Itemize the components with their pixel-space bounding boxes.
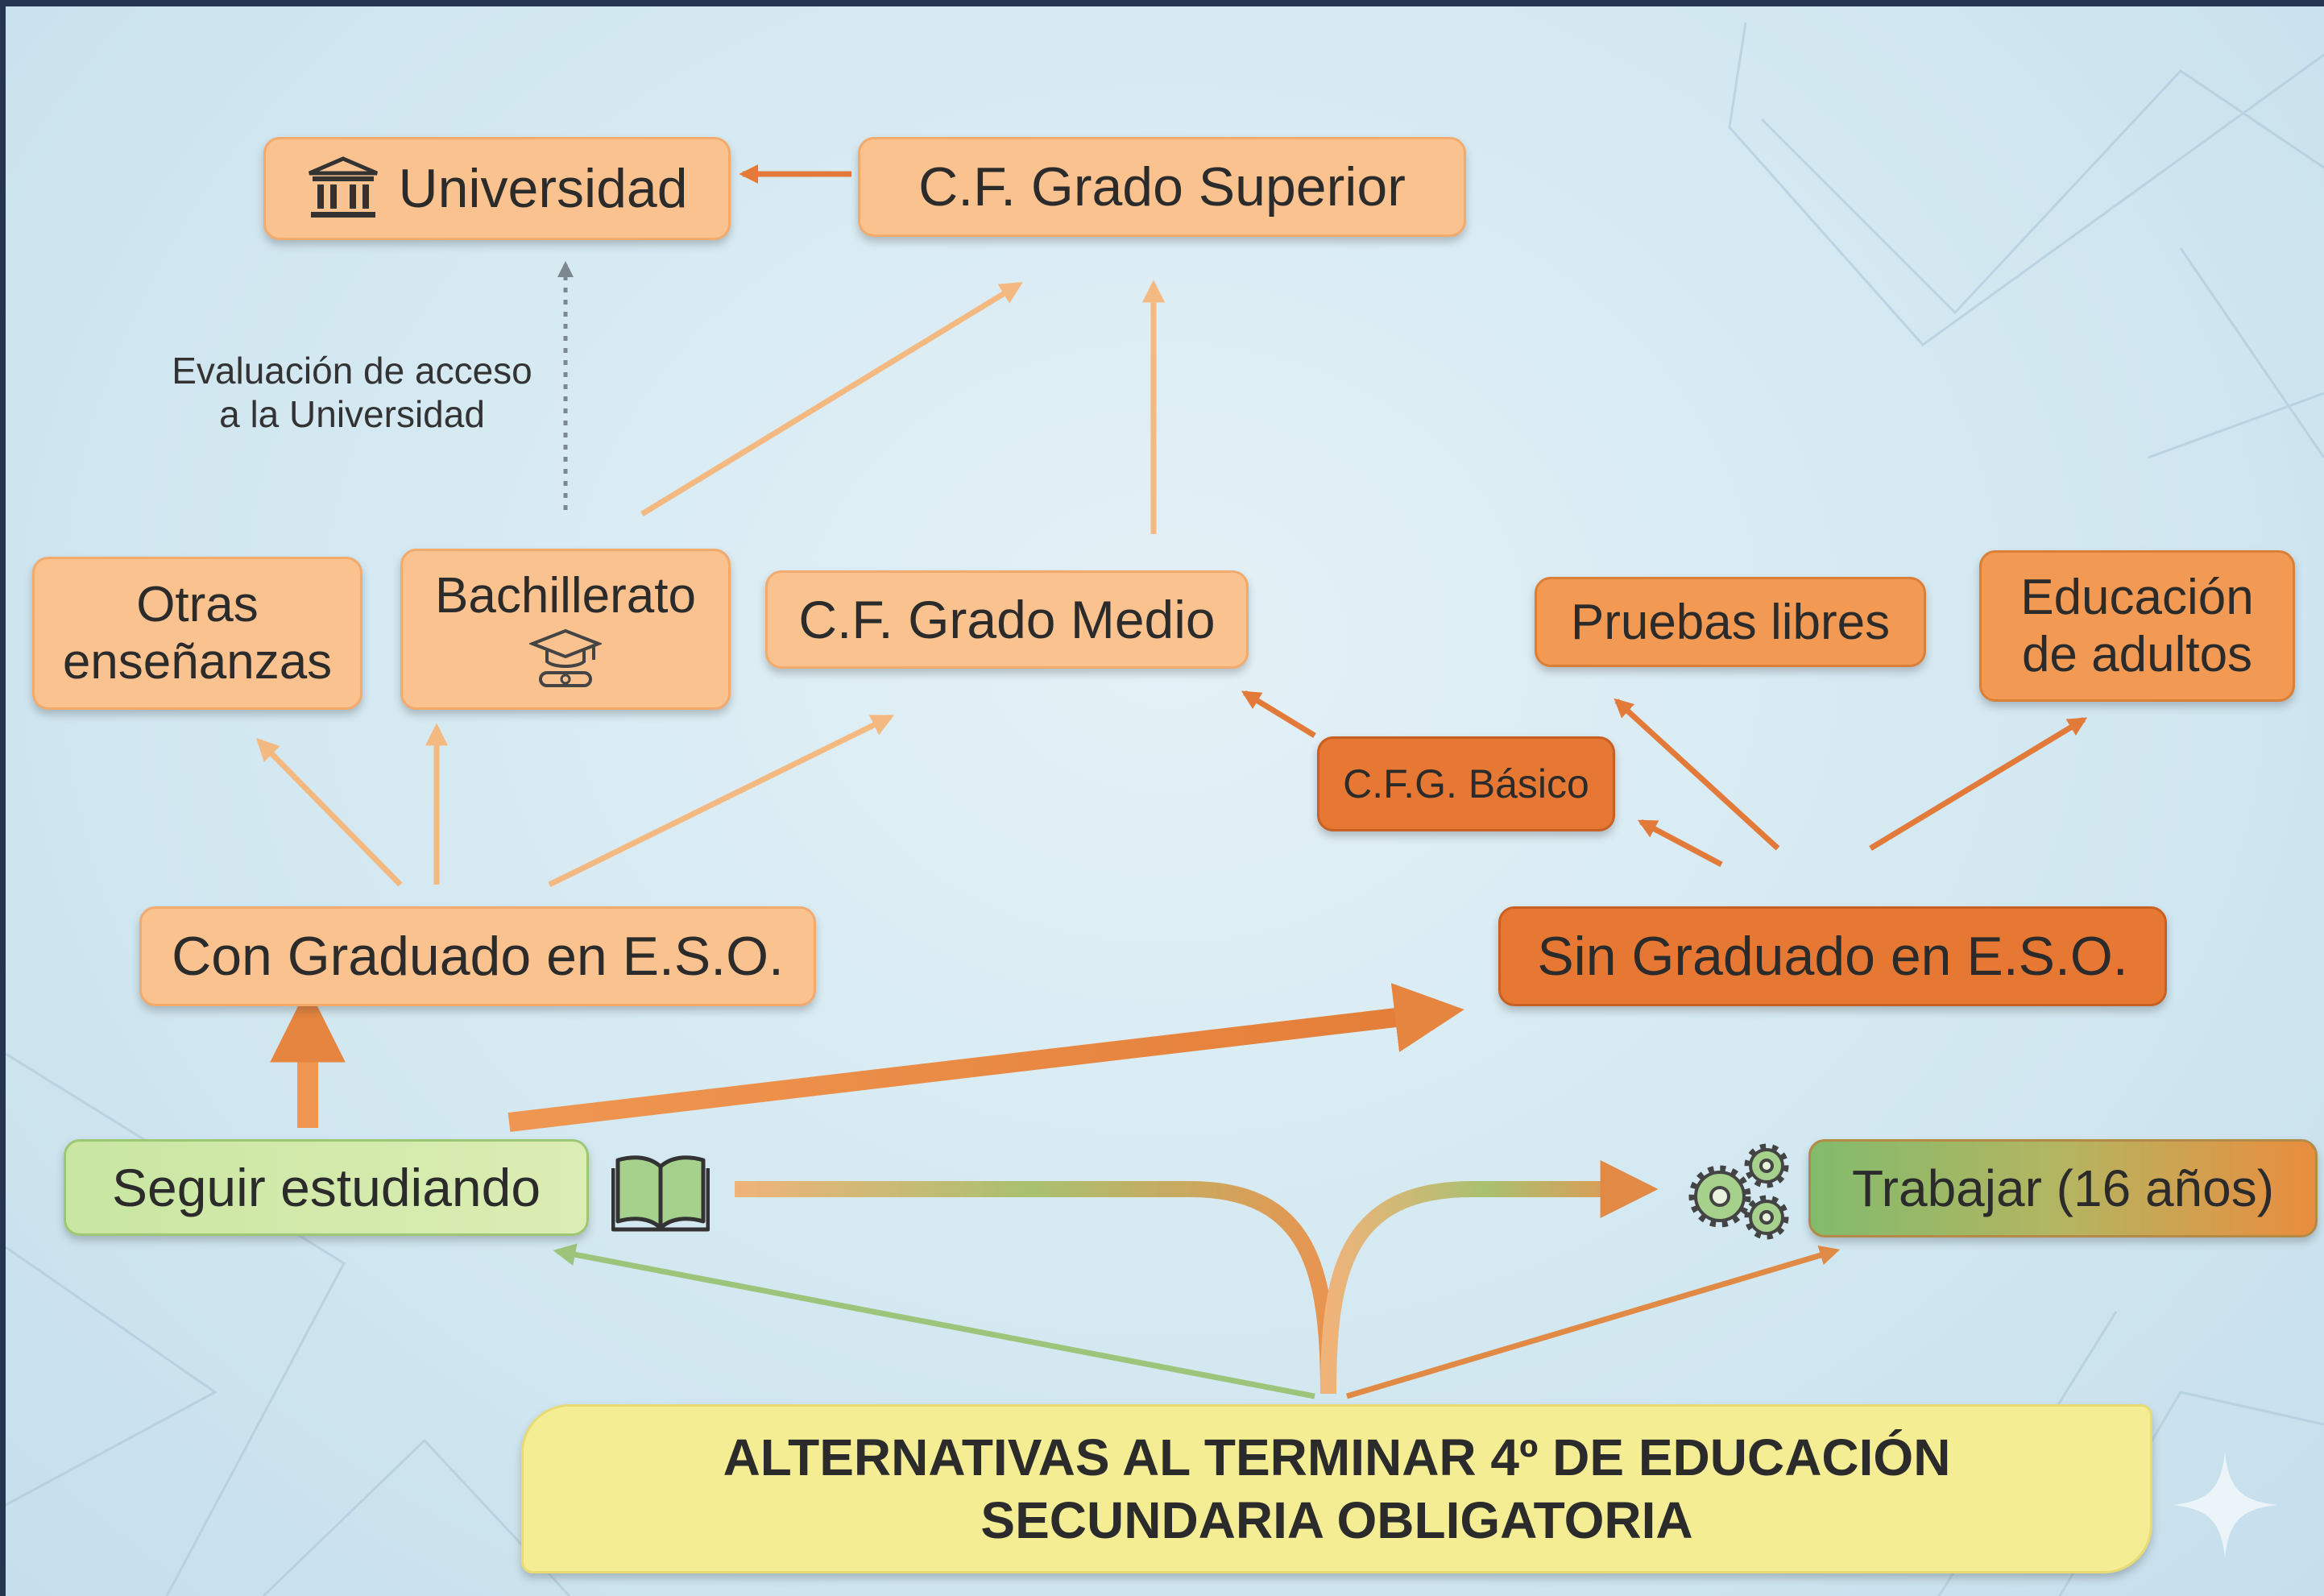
sparkle-icon: [2173, 1453, 2277, 1557]
con-graduado-label: Con Graduado en E.S.O.: [172, 926, 784, 987]
arrow-con-to-medio: [548, 714, 895, 888]
arrow-title-to-seguir: [553, 1243, 1315, 1399]
otras-line2: enseñanzas: [62, 634, 333, 690]
graduation-cap-icon: [529, 628, 602, 687]
node-bachillerato: Bachillerato: [400, 549, 731, 710]
node-sin-graduado: Sin Graduado en E.S.O.: [1498, 906, 2167, 1006]
arrow-bachillerato-to-superior: [640, 282, 1023, 516]
node-pruebas-libres: Pruebas libres: [1535, 577, 1926, 667]
cf-grado-medio-label: C.F. Grado Medio: [798, 590, 1216, 649]
educacion-line2: de adultos: [2021, 627, 2253, 682]
node-cf-grado-medio: C.F. Grado Medio: [765, 570, 1249, 669]
arrow-sin-to-adultos: [1869, 717, 2088, 851]
open-book-icon: [611, 1155, 710, 1232]
university-building-icon: [309, 156, 379, 218]
node-cf-grado-superior: C.F. Grado Superior: [858, 137, 1466, 237]
arrow-con-to-otras: [256, 738, 403, 887]
node-universidad: Universidad: [263, 137, 731, 240]
otras-line1: Otras: [136, 576, 259, 632]
annotation-evaluacion: Evaluación de acceso a la Universidad: [147, 349, 557, 437]
diagram-title: ALTERNATIVAS AL TERMINAR 4º DE EDUCACIÓN…: [521, 1404, 2152, 1573]
annotation-line1: Evaluación de acceso: [172, 350, 532, 392]
node-trabajar: Trabajar (16 años): [1808, 1139, 2318, 1237]
arrow-seguir-to-sin: [507, 983, 1464, 1132]
diagram-connectors: [6, 22, 2324, 1596]
arrow-title-to-trabajar: [1346, 1245, 1841, 1399]
node-educacion-adultos: Educación de adultos: [1979, 550, 2295, 702]
arrow-basico-to-medio: [1241, 690, 1316, 738]
bachillerato-label: Bachillerato: [435, 567, 696, 624]
gears-icon: [1688, 1143, 1789, 1240]
title-line2: SECUNDARIA OBLIGATORIA: [980, 1491, 1693, 1549]
node-cfg-basico: C.F.G. Básico: [1317, 736, 1615, 831]
fork-path-right: [1320, 1160, 1659, 1395]
title-line1: ALTERNATIVAS AL TERMINAR 4º DE EDUCACIÓN: [723, 1428, 1951, 1486]
sin-graduado-label: Sin Graduado en E.S.O.: [1537, 926, 2128, 987]
seguir-estudiando-label: Seguir estudiando: [111, 1158, 541, 1217]
background-geometry: [6, 22, 2324, 1596]
arrow-sin-to-pruebas: [1614, 698, 1780, 851]
cf-grado-superior-label: C.F. Grado Superior: [918, 156, 1406, 218]
annotation-line2: a la Universidad: [219, 393, 485, 436]
arrow-sin-to-basico: [1637, 819, 1723, 868]
cfg-basico-label: C.F.G. Básico: [1343, 761, 1589, 806]
pruebas-libres-label: Pruebas libres: [1570, 594, 1891, 650]
node-otras-ensenanzas: Otras enseñanzas: [32, 557, 362, 710]
trabajar-label: Trabajar (16 años): [1851, 1159, 2275, 1217]
educacion-line1: Educación: [2020, 569, 2254, 625]
node-con-graduado: Con Graduado en E.S.O.: [139, 906, 816, 1006]
diagram-canvas: Universidad C.F. Grado Superior Evaluaci…: [6, 6, 2324, 1596]
node-seguir-estudiando: Seguir estudiando: [64, 1139, 589, 1236]
fork-path: [735, 1181, 1336, 1395]
universidad-label: Universidad: [398, 158, 688, 219]
